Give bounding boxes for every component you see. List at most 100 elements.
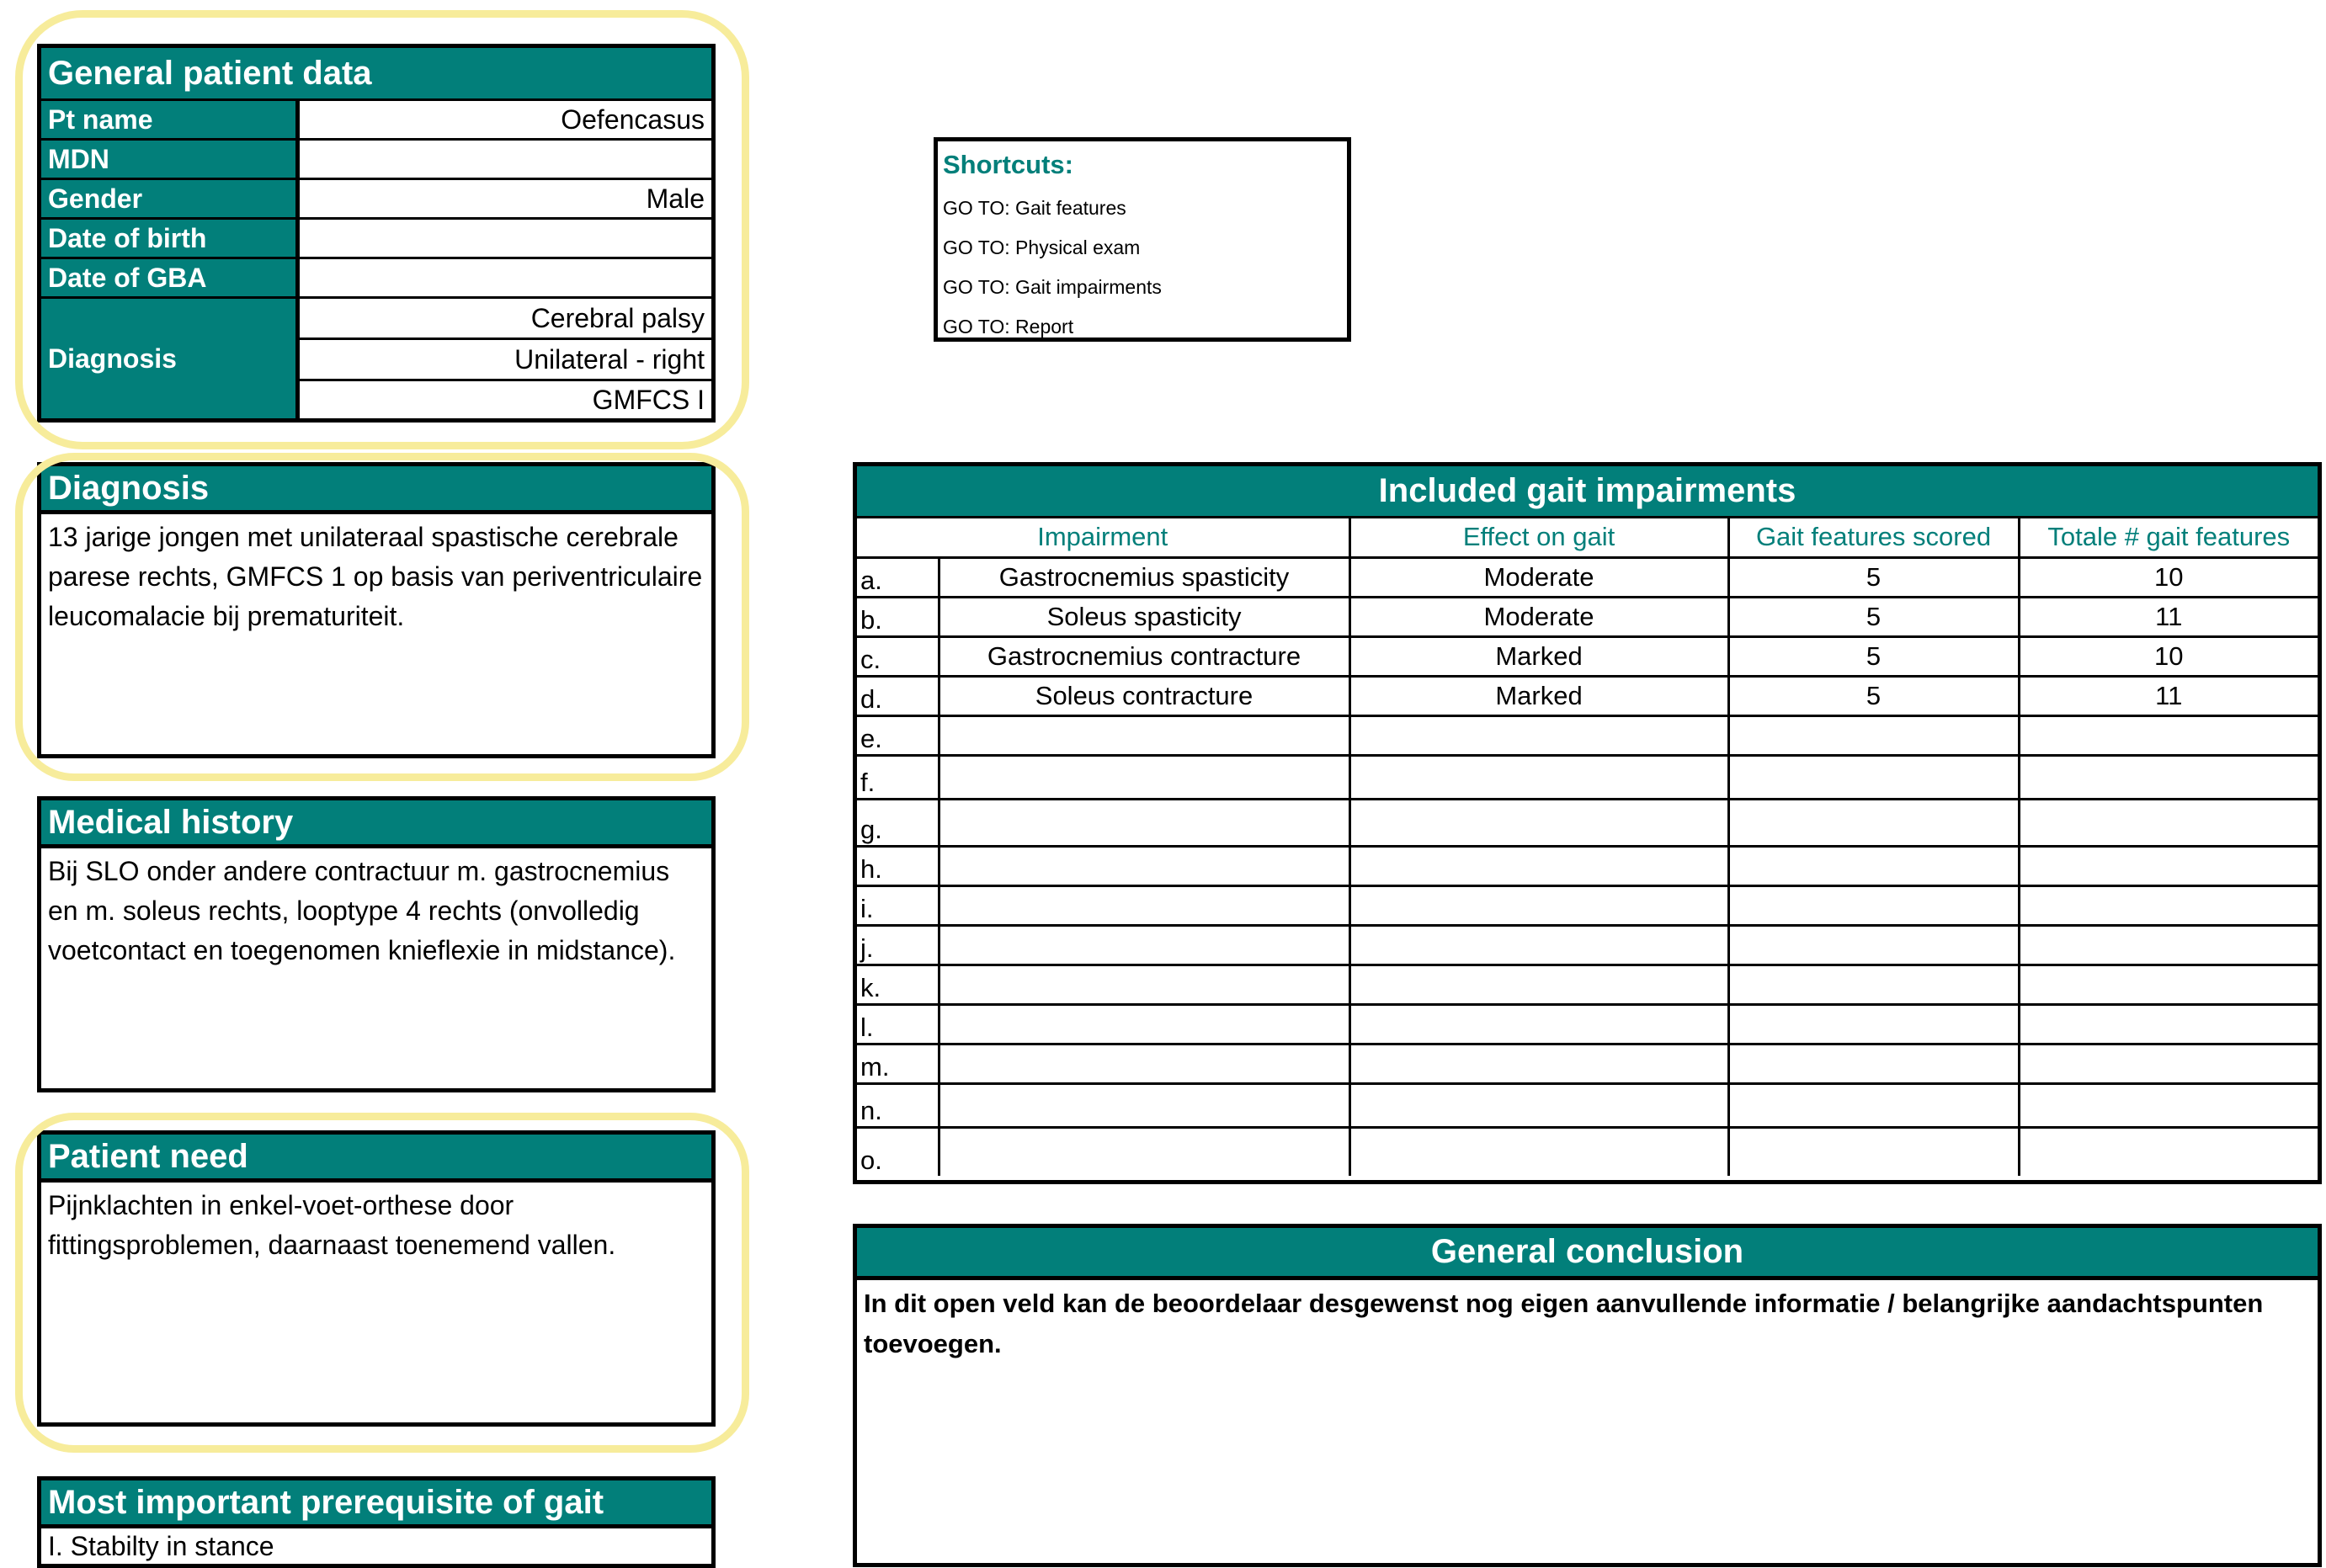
effect-cell[interactable]: [1348, 963, 1730, 1006]
scored-cell[interactable]: 5: [1727, 595, 2020, 638]
table-row: g.: [857, 797, 2318, 848]
effect-cell[interactable]: [1348, 753, 1730, 800]
effect-cell[interactable]: [1348, 1125, 1730, 1176]
impairment-cell[interactable]: [937, 797, 1351, 848]
effect-cell[interactable]: [1348, 1082, 1730, 1129]
scored-cell[interactable]: [1727, 844, 2020, 887]
row-letter-cell: b.: [857, 595, 940, 638]
scored-cell[interactable]: [1727, 753, 2020, 800]
row-letter-cell: e.: [857, 714, 940, 757]
total-cell[interactable]: [2017, 1125, 2318, 1176]
impairment-cell[interactable]: [937, 884, 1351, 927]
scored-cell[interactable]: [1727, 923, 2020, 966]
patient-need-panel: Patient need Pijnklachten in enkel-voet-…: [37, 1130, 716, 1427]
pt-name-field[interactable]: Oefencasus: [300, 101, 711, 138]
total-cell[interactable]: [2017, 884, 2318, 927]
table-header-row: Impairment Effect on gait Gait features …: [857, 518, 2318, 559]
effect-cell[interactable]: [1348, 844, 1730, 887]
scored-cell[interactable]: 5: [1727, 635, 2020, 678]
prerequisite-text[interactable]: I. Stabilty in stance: [48, 1531, 274, 1561]
goto-physical-exam-link[interactable]: GO TO: Physical exam: [943, 237, 1141, 258]
total-cell[interactable]: [2017, 753, 2318, 800]
gait-impairments-title: Included gait impairments: [857, 466, 2318, 518]
impairment-cell[interactable]: Soleus spasticity: [937, 595, 1351, 638]
patient-need-title: Patient need: [41, 1135, 711, 1183]
general-conclusion-panel: General conclusion In dit open veld kan …: [853, 1224, 2322, 1567]
total-cell[interactable]: [2017, 797, 2318, 848]
diagnosis-value-2[interactable]: Unilateral - right: [300, 340, 711, 379]
diagnosis-text[interactable]: 13 jarige jongen met unilateraal spastis…: [48, 522, 703, 631]
scored-cell[interactable]: 5: [1727, 674, 2020, 717]
total-cell[interactable]: [2017, 1082, 2318, 1129]
total-cell[interactable]: 11: [2017, 595, 2318, 638]
impairment-cell[interactable]: [937, 753, 1351, 800]
medical-history-text[interactable]: Bij SLO onder andere contractuur m. gast…: [48, 856, 676, 965]
shortcuts-panel: Shortcuts: GO TO: Gait features GO TO: P…: [934, 137, 1351, 342]
scored-cell[interactable]: [1727, 1042, 2020, 1085]
goto-gait-impairments-link[interactable]: GO TO: Gait impairments: [943, 276, 1162, 298]
total-cell[interactable]: [2017, 1002, 2318, 1045]
total-cell[interactable]: 10: [2017, 635, 2318, 678]
effect-cell[interactable]: [1348, 1042, 1730, 1085]
effect-cell[interactable]: [1348, 923, 1730, 966]
goto-report-link[interactable]: GO TO: Report: [943, 316, 1074, 338]
impairment-cell[interactable]: [937, 963, 1351, 1006]
impairment-cell[interactable]: [937, 1042, 1351, 1085]
date-of-gba-label: Date of GBA: [41, 259, 300, 296]
total-cell[interactable]: 10: [2017, 555, 2318, 598]
diagnosis-value-1[interactable]: Cerebral palsy: [300, 299, 711, 338]
table-row: k.: [857, 963, 2318, 1006]
scored-cell[interactable]: [1727, 1125, 2020, 1176]
impairment-cell[interactable]: [937, 1002, 1351, 1045]
total-cell[interactable]: [2017, 923, 2318, 966]
effect-cell[interactable]: Marked: [1348, 635, 1730, 678]
medical-history-title: Medical history: [41, 800, 711, 848]
impairment-cell[interactable]: [937, 714, 1351, 757]
gender-field[interactable]: Male: [300, 180, 711, 217]
date-of-gba-field[interactable]: [300, 259, 711, 296]
total-cell[interactable]: 11: [2017, 674, 2318, 717]
scored-cell[interactable]: [1727, 1082, 2020, 1129]
total-cell[interactable]: [2017, 963, 2318, 1006]
scored-cell[interactable]: [1727, 797, 2020, 848]
scored-cell[interactable]: [1727, 963, 2020, 1006]
total-cell[interactable]: [2017, 1042, 2318, 1085]
table-row: l.: [857, 1002, 2318, 1045]
effect-cell[interactable]: [1348, 797, 1730, 848]
patient-need-text[interactable]: Pijnklachten in enkel-voet-orthese door …: [48, 1190, 616, 1260]
effect-cell[interactable]: [1348, 1002, 1730, 1045]
scored-cell[interactable]: [1727, 884, 2020, 927]
table-row: m.: [857, 1042, 2318, 1085]
total-cell[interactable]: [2017, 714, 2318, 757]
patient-row-dob: Date of birth: [41, 220, 711, 257]
row-letter-cell: f.: [857, 753, 940, 800]
goto-gait-features-link[interactable]: GO TO: Gait features: [943, 197, 1126, 219]
table-row: i.: [857, 884, 2318, 927]
effect-cell[interactable]: Moderate: [1348, 595, 1730, 638]
effect-cell[interactable]: [1348, 884, 1730, 927]
impairment-cell[interactable]: [937, 844, 1351, 887]
row-letter-cell: j.: [857, 923, 940, 966]
general-conclusion-text[interactable]: In dit open veld kan de beoordelaar desg…: [864, 1289, 2264, 1358]
impairment-cell[interactable]: [937, 1125, 1351, 1176]
impairment-cell[interactable]: [937, 1082, 1351, 1129]
impairment-cell[interactable]: Gastrocnemius spasticity: [937, 555, 1351, 598]
total-cell[interactable]: [2017, 844, 2318, 887]
effect-cell[interactable]: [1348, 714, 1730, 757]
scored-cell[interactable]: 5: [1727, 555, 2020, 598]
impairment-cell[interactable]: Soleus contracture: [937, 674, 1351, 717]
effect-cell[interactable]: Moderate: [1348, 555, 1730, 598]
impairment-cell[interactable]: [937, 923, 1351, 966]
row-letter-cell: c.: [857, 635, 940, 678]
table-row: n.: [857, 1082, 2318, 1129]
mdn-field[interactable]: [300, 141, 711, 178]
diagnosis-value-3[interactable]: GMFCS I: [300, 381, 711, 418]
general-patient-data-panel: General patient data Pt name Oefencasus …: [37, 44, 716, 423]
scored-cell[interactable]: [1727, 1002, 2020, 1045]
date-of-birth-field[interactable]: [300, 220, 711, 257]
effect-cell[interactable]: Marked: [1348, 674, 1730, 717]
diagnosis-title: Diagnosis: [41, 466, 711, 514]
impairment-cell[interactable]: Gastrocnemius contracture: [937, 635, 1351, 678]
scored-cell[interactable]: [1727, 714, 2020, 757]
